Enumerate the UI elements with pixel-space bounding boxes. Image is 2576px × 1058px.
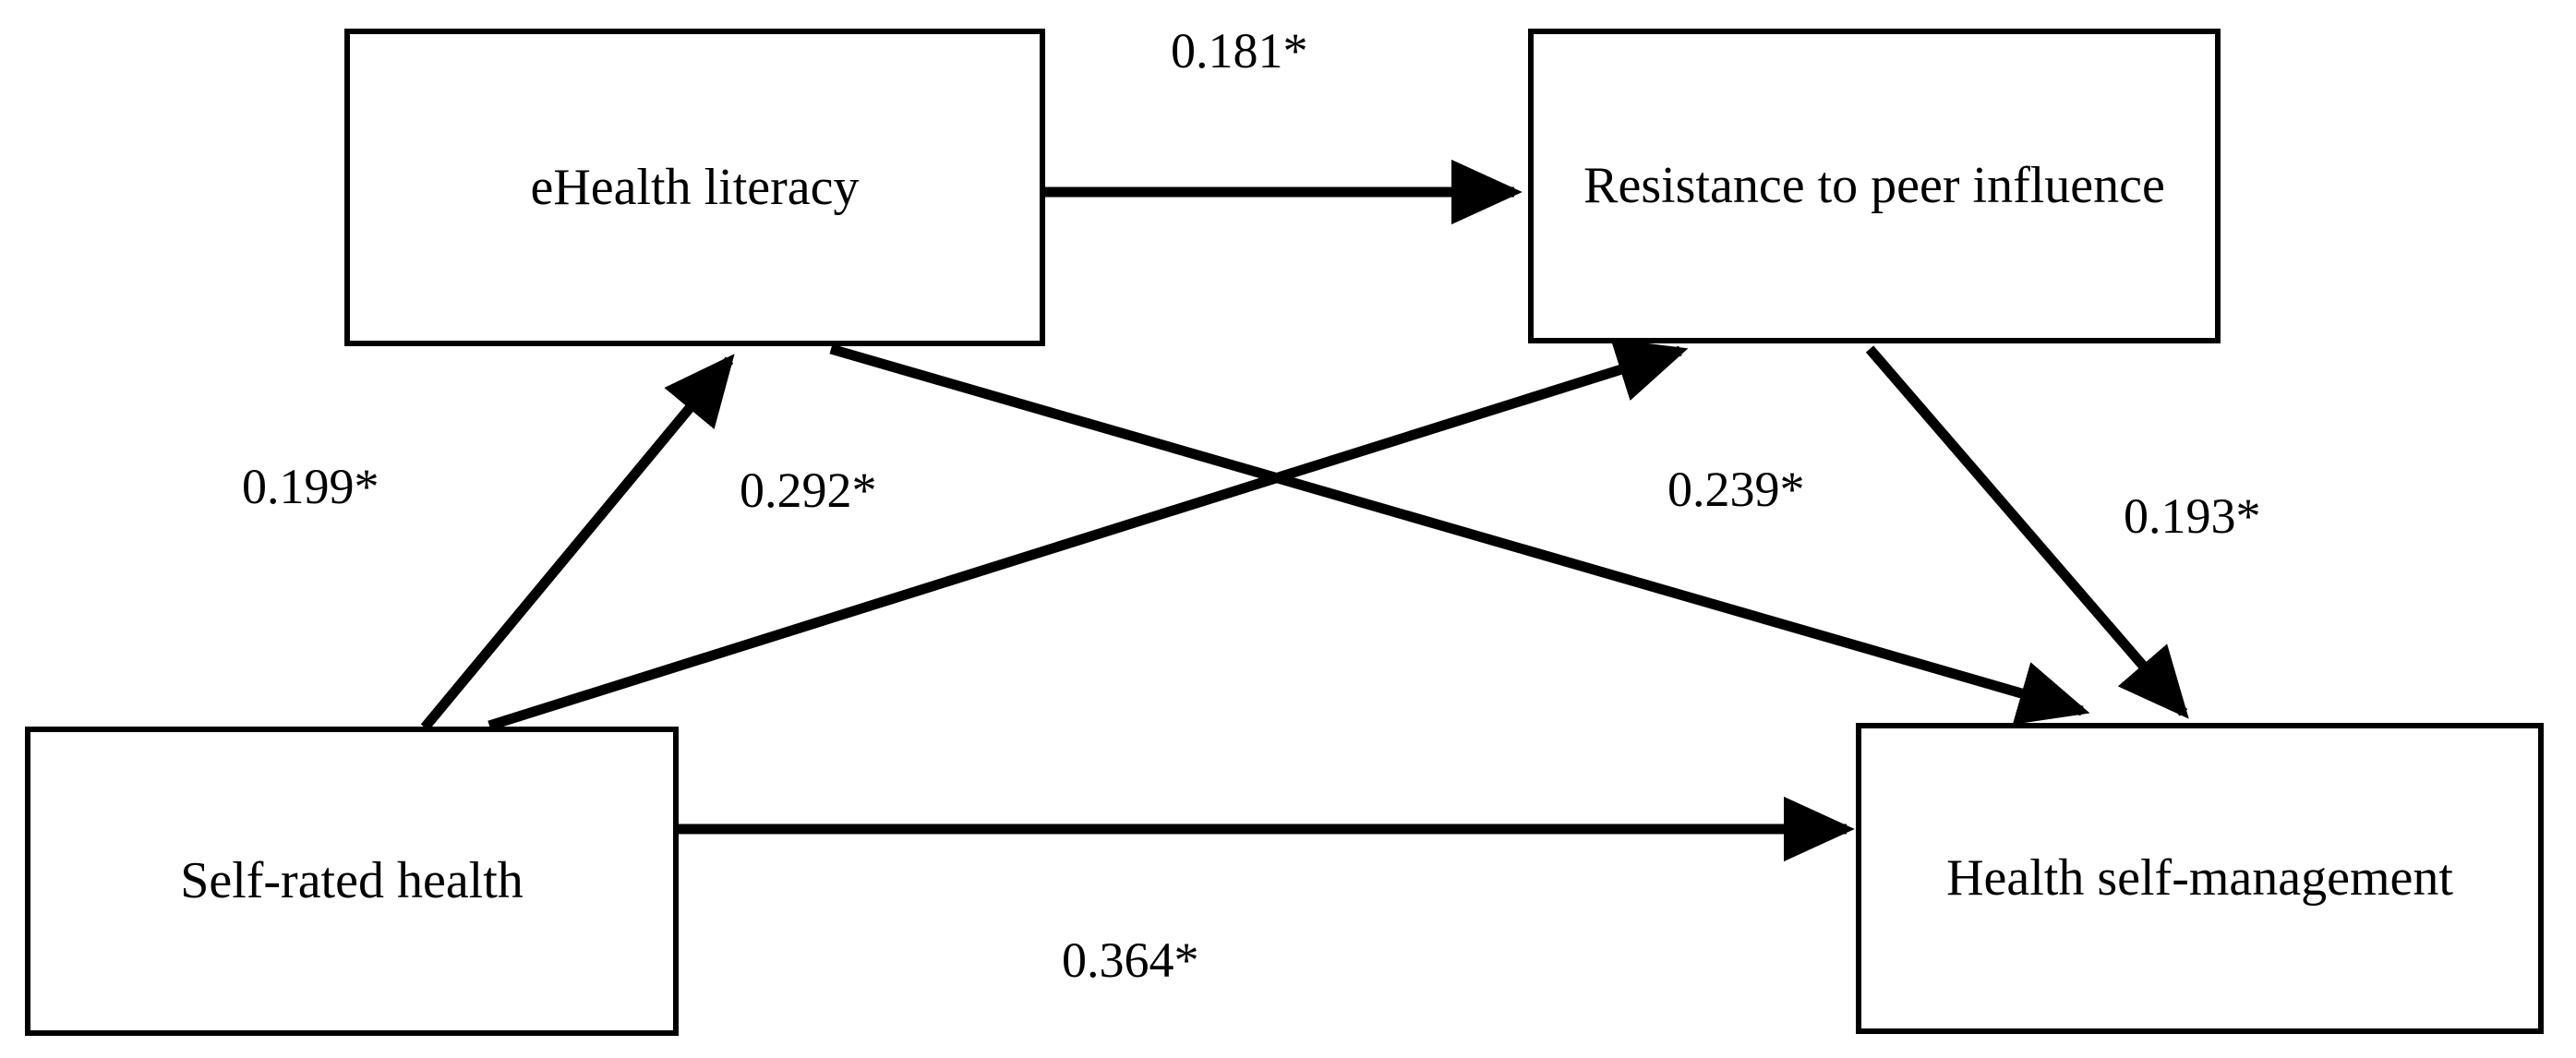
edge-label-srh-to-hsm: 0.364* bbox=[1062, 932, 1199, 988]
node-ehealth-literacy[interactable]: eHealth literacy bbox=[344, 29, 1045, 346]
node-health-self-management[interactable]: Health self-management bbox=[1856, 723, 2544, 1034]
node-label-self-rated-health: Self-rated health bbox=[180, 852, 524, 910]
node-label-health-self-management: Health self-management bbox=[1946, 849, 2453, 908]
node-self-rated-health[interactable]: Self-rated health bbox=[25, 727, 679, 1036]
edge-label-resistance-to-hsm: 0.193* bbox=[2124, 488, 2261, 544]
node-label-resistance-to-peer-influence: Resistance to peer influence bbox=[1583, 157, 2165, 215]
arrow-srh-to-resistance bbox=[488, 338, 1689, 731]
arrow-srh-to-ehealth bbox=[420, 354, 735, 731]
node-resistance-to-peer-influence[interactable]: Resistance to peer influence bbox=[1528, 29, 2221, 343]
edge-label-ehealth-to-hsm: 0.292* bbox=[740, 463, 877, 518]
arrow-resistance-to-hsm bbox=[1865, 345, 2189, 719]
arrow-ehealth-to-hsm bbox=[829, 343, 2090, 725]
edge-label-srh-to-ehealth: 0.199* bbox=[242, 459, 379, 514]
edge-label-ehealth-to-resistance: 0.181* bbox=[1171, 23, 1308, 78]
node-label-ehealth-literacy: eHealth literacy bbox=[530, 158, 860, 216]
edge-label-srh-to-resistance: 0.239* bbox=[1667, 462, 1805, 517]
